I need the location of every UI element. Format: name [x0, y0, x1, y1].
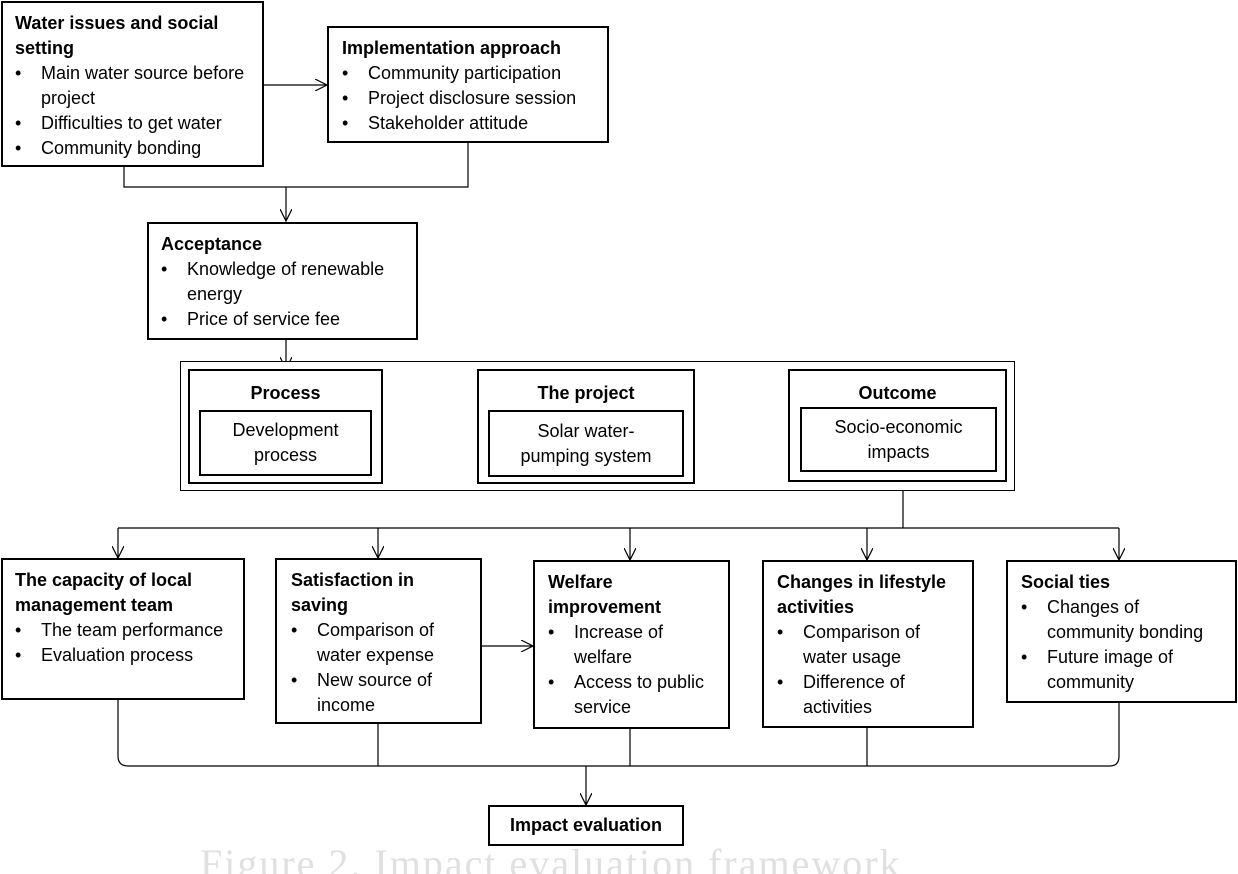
welfare-list: Increase of welfare Access to public ser…: [548, 620, 715, 720]
acceptance-box: Acceptance Knowledge of renewable energy…: [147, 222, 418, 340]
lifestyle-list: Comparison of water usage Difference of …: [777, 620, 959, 720]
water-issues-list: Main water source before project Difficu…: [15, 61, 250, 161]
list-item: Main water source before project: [15, 61, 250, 111]
implementation-list: Community participation Project disclosu…: [342, 61, 594, 136]
satisfaction-list: Comparison of water expense New source o…: [291, 618, 466, 718]
list-item: Increase of welfare: [548, 620, 715, 670]
outcome-inner-box: Socio-economic impacts: [800, 407, 997, 472]
caption-text: Figure 2. Impact evaluation framework: [200, 842, 902, 874]
social-ties-box: Social ties Changes of community bonding…: [1006, 560, 1237, 703]
list-item: Price of service fee: [161, 307, 404, 332]
welfare-title: Welfare improvement: [548, 572, 662, 617]
list-item: Access to public service: [548, 670, 715, 720]
list-item: Community participation: [342, 61, 594, 86]
acceptance-title: Acceptance: [161, 234, 263, 254]
list-item: Evaluation process: [15, 643, 231, 668]
water-issues-box: Water issues and social setting Main wat…: [1, 1, 264, 167]
process-inner-box: Development process: [199, 410, 372, 476]
satisfaction-box: Satisfaction in saving Comparison of wat…: [275, 558, 482, 724]
list-item: Comparison of water expense: [291, 618, 466, 668]
list-item: Project disclosure session: [342, 86, 594, 111]
list-item: New source of income: [291, 668, 466, 718]
capacity-list: The team performance Evaluation process: [15, 618, 231, 668]
outcome-box: Outcome Socio-economic impacts: [788, 369, 1007, 482]
project-inner-box: Solar water-pumping system: [488, 410, 684, 477]
list-item: The team performance: [15, 618, 231, 643]
lifestyle-box: Changes in lifestyle activities Comparis…: [762, 560, 974, 728]
project-box: The project Solar water-pumping system: [477, 369, 695, 484]
list-item: Knowledge of renewable energy: [161, 257, 404, 307]
impact-evaluation-title: Impact evaluation: [509, 815, 663, 835]
list-item: Difficulties to get water: [15, 111, 250, 136]
list-item: Comparison of water usage: [777, 620, 959, 670]
capacity-title: The capacity of local management team: [15, 570, 193, 615]
impact-evaluation-box: Impact evaluation: [488, 805, 684, 846]
satisfaction-title: Satisfaction in saving: [291, 570, 415, 615]
social-ties-list: Changes of community bonding Future imag…: [1021, 595, 1222, 695]
implementation-title: Implementation approach: [342, 38, 562, 58]
lifestyle-title: Changes in lifestyle activities: [777, 572, 947, 617]
acceptance-list: Knowledge of renewable energy Price of s…: [161, 257, 404, 332]
water-issues-title: Water issues and social setting: [15, 13, 219, 58]
project-title: The project: [537, 383, 635, 403]
capacity-box: The capacity of local management team Th…: [1, 558, 245, 700]
list-item: Stakeholder attitude: [342, 111, 594, 136]
list-item: Difference of activities: [777, 670, 959, 720]
list-item: Community bonding: [15, 136, 250, 161]
list-item: Changes of community bonding: [1021, 595, 1222, 645]
process-box: Process Development process: [188, 369, 383, 484]
process-title: Process: [250, 383, 321, 403]
figure-caption-fragment: Figure 2. Impact evaluation framework: [0, 842, 1238, 874]
social-ties-title: Social ties: [1021, 572, 1111, 592]
list-item: Future image of community: [1021, 645, 1222, 695]
implementation-box: Implementation approach Community partic…: [327, 26, 609, 143]
outcome-title: Outcome: [858, 383, 937, 403]
welfare-box: Welfare improvement Increase of welfare …: [533, 560, 730, 729]
